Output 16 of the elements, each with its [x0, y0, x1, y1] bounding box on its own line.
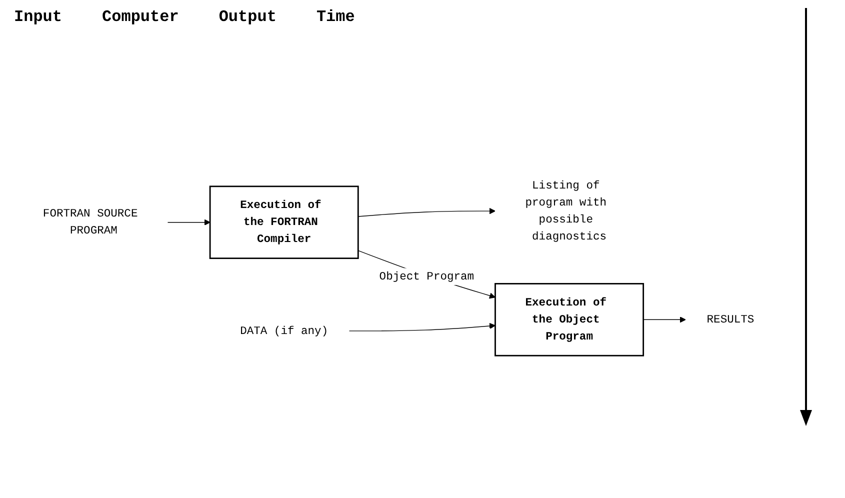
node-text: FORTRAN SOURCE PROGRAM: [42, 207, 138, 238]
arrow: [642, 316, 686, 323]
arrow: [358, 250, 496, 299]
column-heading: Input: [14, 8, 62, 26]
arrow: [348, 322, 496, 332]
edge-label: Object Program: [379, 270, 474, 283]
node-text: Listing of program with possible diagnostics: [525, 179, 607, 243]
node-box: Execution of the Object Program: [494, 282, 644, 356]
node-text: DATA (if any): [240, 324, 328, 338]
arrow: [358, 208, 496, 217]
column-heading: Computer: [102, 8, 179, 26]
column-heading: Output: [218, 8, 276, 26]
arrow: [167, 219, 210, 226]
node-box: Execution of the FORTRAN Compiler: [209, 186, 359, 259]
column-heading: Time: [316, 8, 355, 26]
node-text: RESULTS: [706, 313, 754, 326]
